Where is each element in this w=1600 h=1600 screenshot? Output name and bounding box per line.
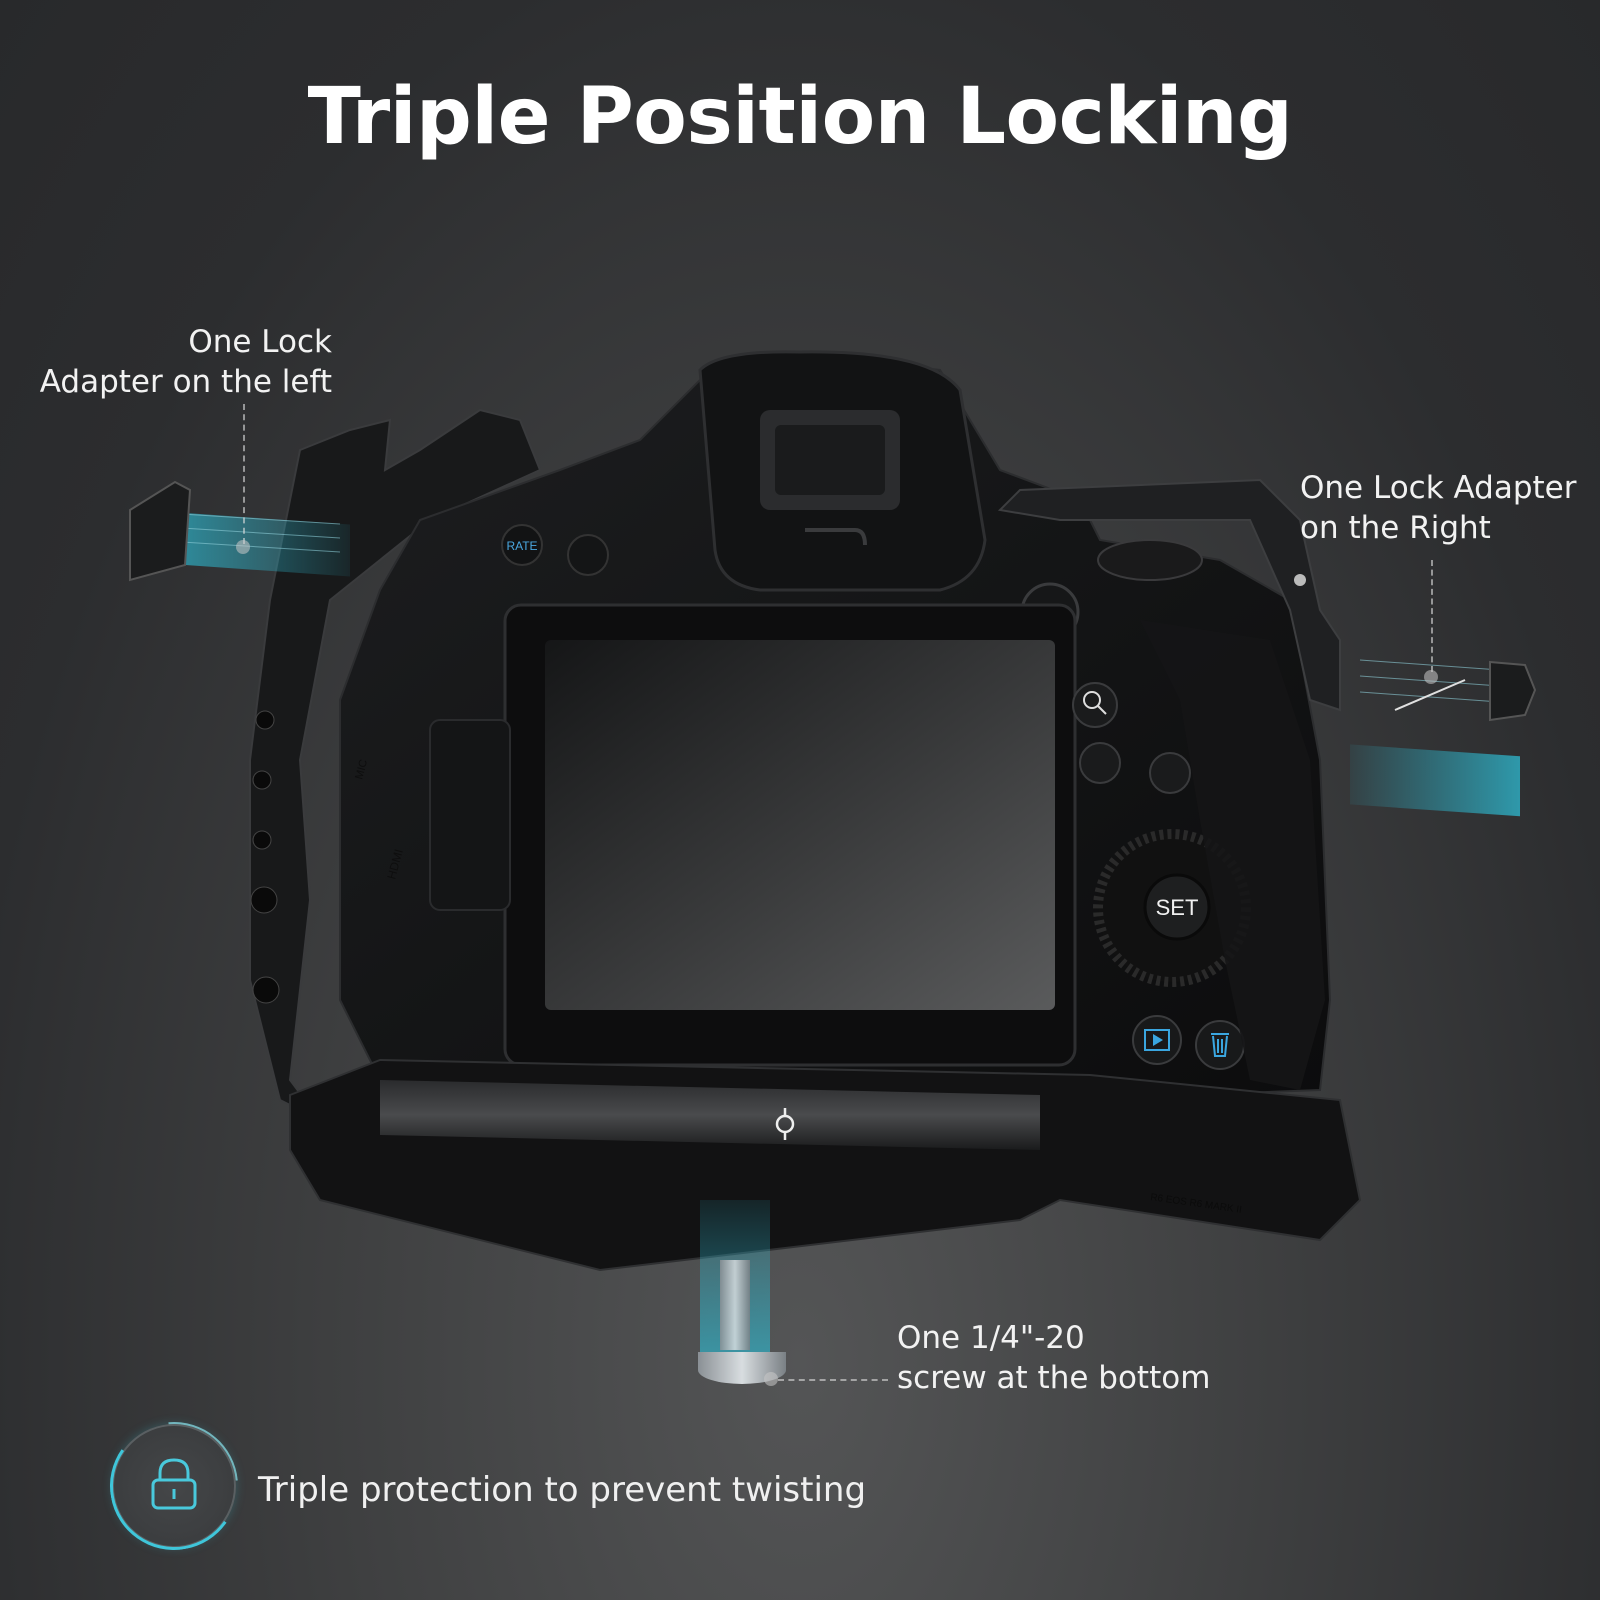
set-button-label: SET bbox=[1156, 895, 1199, 920]
callout-line: on the Right bbox=[1300, 510, 1491, 546]
magnify-button bbox=[1072, 682, 1118, 728]
viewfinder-eyecup bbox=[698, 350, 987, 592]
top-button bbox=[567, 534, 609, 576]
callout-line: screw at the bottom bbox=[897, 1360, 1211, 1396]
play-button bbox=[1132, 1015, 1182, 1065]
left-callout-connector bbox=[243, 404, 245, 544]
play-icon bbox=[1153, 1034, 1163, 1046]
right-adapter-callout: One Lock Adapter on the Right bbox=[1300, 468, 1577, 548]
right-lock-adapter bbox=[1350, 659, 1537, 817]
callout-line: Adapter on the left bbox=[39, 364, 332, 400]
bottom-callout-dot bbox=[764, 1372, 778, 1386]
lcd-screen bbox=[545, 640, 1055, 1010]
right-callout-connector bbox=[1431, 560, 1433, 672]
grip bbox=[1140, 620, 1325, 1090]
screen-hinge bbox=[429, 719, 511, 911]
ae-lock-button bbox=[1149, 752, 1191, 794]
quick-control-dial: SET bbox=[1093, 829, 1251, 987]
callout-line: One 1/4"-20 bbox=[897, 1320, 1085, 1356]
rate-button: RATE bbox=[501, 524, 543, 566]
left-adapter-callout: One Lock Adapter on the left bbox=[40, 322, 332, 402]
delete-button bbox=[1195, 1020, 1245, 1070]
mic-port-label: MIC bbox=[353, 758, 370, 781]
page-title: Triple Position Locking bbox=[307, 72, 1293, 162]
magnifier-icon bbox=[1083, 691, 1101, 709]
cage-bottom-plate: R6 EOS R6 MARK II bbox=[289, 1058, 1362, 1272]
bottom-callout-connector bbox=[778, 1379, 888, 1381]
lock-icon bbox=[151, 1458, 197, 1510]
cage-right-handle bbox=[997, 478, 1341, 712]
feature-badge bbox=[112, 1424, 236, 1548]
cage-left-side bbox=[249, 408, 542, 1121]
left-callout-dot bbox=[236, 540, 250, 554]
feature-text: Triple protection to prevent twisting bbox=[258, 1470, 867, 1510]
callout-line: One Lock bbox=[188, 324, 332, 360]
af-on-button bbox=[1079, 742, 1121, 784]
callout-line: One Lock Adapter bbox=[1300, 470, 1577, 506]
rate-label: RATE bbox=[506, 539, 537, 553]
left-lock-adapter bbox=[129, 480, 350, 582]
right-callout-dot bbox=[1424, 670, 1438, 684]
bottom-screw-callout: One 1/4"-20 screw at the bottom bbox=[897, 1318, 1210, 1398]
trash-icon bbox=[1211, 1033, 1229, 1057]
